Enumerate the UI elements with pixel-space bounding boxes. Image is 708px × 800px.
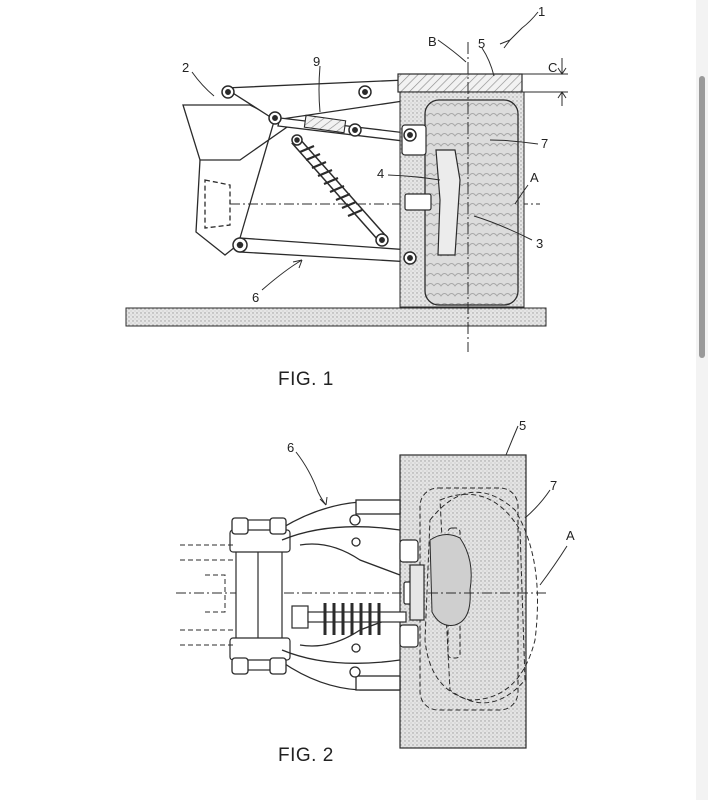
axis-a-label-fig2: A [566,528,575,543]
actuator-9 [303,114,347,134]
upright-plan [399,539,425,648]
spring-damper-plan [291,603,407,635]
ref-1-label: 1 [538,4,545,19]
ref-7-label-fig2: 7 [550,478,557,493]
hub-plan [429,534,472,626]
dimension-c [522,58,568,106]
axis-b-label: B [428,34,437,49]
chassis-frame [182,104,292,256]
vertical-scrollbar[interactable] [696,0,708,800]
pivot-joints-plan [231,514,361,678]
tyre-7 [424,99,519,306]
ref-7-label: 7 [541,136,548,151]
ref-3-label: 3 [536,236,543,251]
figure-2-caption: FIG. 2 [278,745,334,766]
ref-2-label: 2 [182,60,189,75]
axis-a-label: A [530,170,539,185]
ref-5-label: 5 [478,36,485,51]
wishbone-arms-plan [281,499,401,691]
figure-1-drawing: 1 2 9 B 5 C 7 4 A 3 6 [125,4,568,352]
figure-2-drawing: 5 6 7 A [176,420,575,749]
leader-lines [191,11,539,291]
ref-9-label: 9 [313,54,320,69]
ref-5-label-fig2: 5 [519,420,526,433]
pivot-joints [221,85,417,265]
ref-4-label: 4 [377,166,384,181]
damper-assembly [291,136,386,242]
body-panel-5 [397,73,523,93]
ref-6-label-fig2: 6 [287,440,294,455]
figure-1-caption: FIG. 1 [278,369,334,390]
chassis-rails-plan [229,519,291,671]
leader-lines-plan [295,425,568,586]
ref-6-label: 6 [252,290,259,305]
dim-c-label: C [548,60,557,75]
inboard-mounts-plan [180,544,236,646]
scrollbar-thumb[interactable] [699,76,705,358]
figure-2-labels: 5 6 7 A [287,420,575,543]
figure-1-labels: 1 2 9 B 5 C 7 4 A 3 6 [182,4,557,305]
ground-surface [125,307,547,327]
